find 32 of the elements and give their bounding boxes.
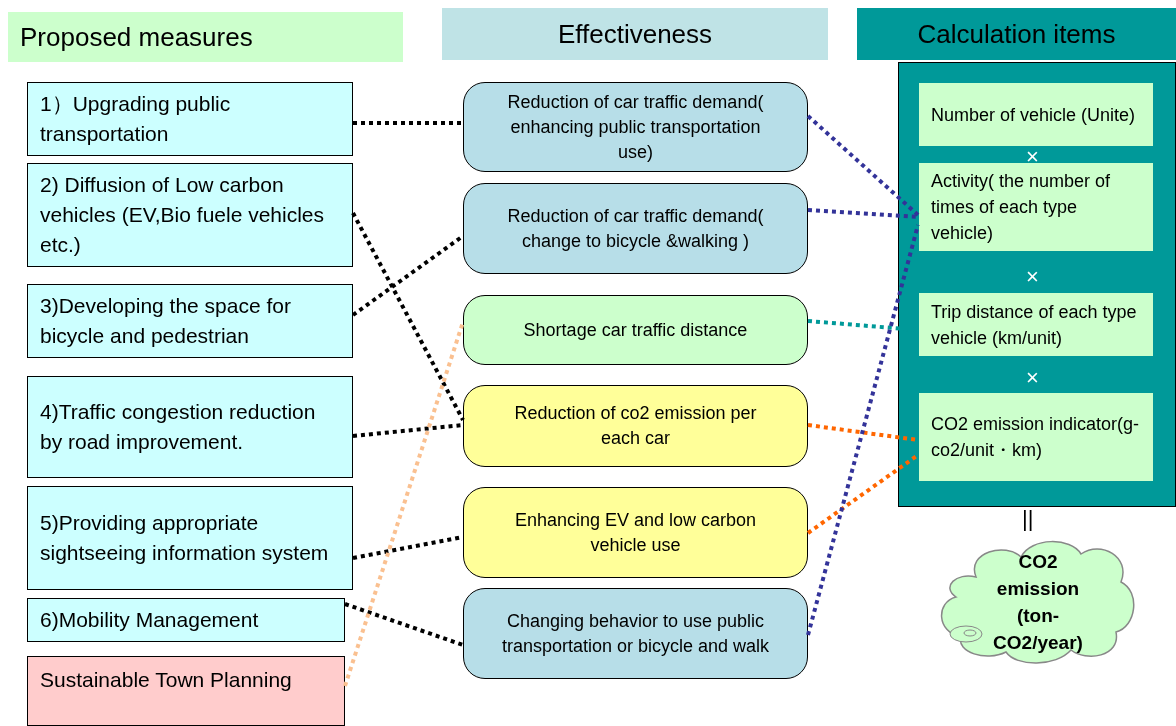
dotted-connector <box>807 208 919 219</box>
dotted-connector <box>344 602 464 647</box>
effect-box: Reduction of car traffic demand( enhancing public transportation use) <box>463 82 808 172</box>
calculation-box: Activity( the number of times of each type vehicle) <box>919 163 1153 251</box>
calculation-panel <box>898 62 1176 507</box>
dotted-connector <box>806 114 920 217</box>
measure-box: 5)Providing appropriate sightseeing information system <box>27 486 353 590</box>
measure-box: 3)Developing the space for bicycle and pedestrian <box>27 284 353 358</box>
effect-box: Shortage car traffic distance <box>463 295 808 365</box>
dotted-connector <box>806 224 920 636</box>
measure-box: 1）Upgrading public transportation <box>27 82 353 156</box>
measure-box: 2) Diffusion of Low carbon vehicles (EV,Bio fuele vehicles etc.) <box>27 163 353 267</box>
calculation-box: Number of vehicle (Unite) <box>919 83 1153 146</box>
multiply-sign: × <box>1026 367 1039 389</box>
calculation-box: Trip distance of each type vehicle (km/unit) <box>919 293 1153 356</box>
measure-box: 6)Mobility Management <box>27 598 345 642</box>
dotted-connector <box>351 212 465 421</box>
calculation-box: CO2 emission indicator(g-co2/unit・km) <box>919 393 1153 481</box>
dotted-connector <box>352 423 464 438</box>
column-header: Calculation items <box>857 8 1176 60</box>
equals-sign: || <box>1022 508 1034 530</box>
column-header: Effectiveness <box>442 8 828 60</box>
effect-box: Enhancing EV and low carbon vehicle use <box>463 487 808 578</box>
dotted-connector <box>343 321 465 687</box>
measure-box: 4)Traffic congestion reduction by road improvement. <box>27 376 353 478</box>
effect-box: Changing behavior to use public transportation or bicycle and walk <box>463 588 808 679</box>
column-header: Proposed measures <box>8 12 403 62</box>
effect-box: Reduction of car traffic demand( change to bicycle &walking ) <box>463 183 808 274</box>
effect-box: Reduction of co2 emission per each car <box>463 385 808 467</box>
multiply-sign: × <box>1026 266 1039 288</box>
dotted-connector <box>353 121 463 125</box>
measure-box: Sustainable Town Planning <box>27 656 345 726</box>
